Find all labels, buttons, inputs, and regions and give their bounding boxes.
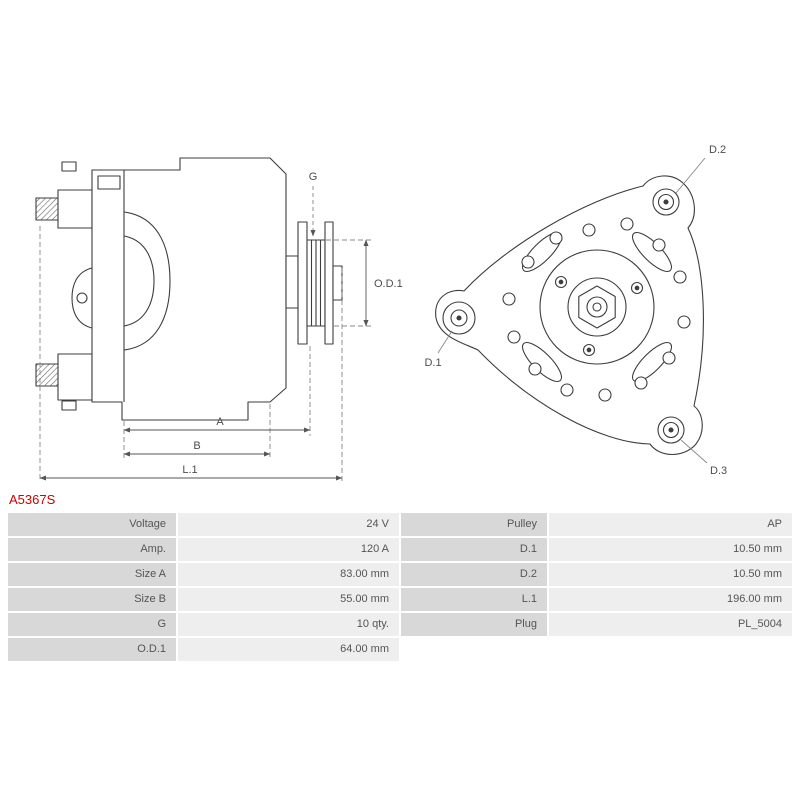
dim-label-d2: D.2 xyxy=(709,144,726,156)
vent-hole xyxy=(521,255,535,269)
housing-curve-inner xyxy=(123,235,155,327)
spec-label-amp: Amp. xyxy=(8,538,176,561)
spec-value-l1: 196.00 mm xyxy=(549,588,792,611)
dim-label-d1: D.1 xyxy=(424,357,441,369)
spec-label-voltage: Voltage xyxy=(8,513,176,536)
spec-value-size-b: 55.00 mm xyxy=(178,588,399,611)
dim-label-b: B xyxy=(193,440,200,452)
vent-hole xyxy=(598,388,612,402)
vent-hole xyxy=(560,383,574,397)
alternator-front-view xyxy=(435,175,704,456)
shaft-nut xyxy=(332,265,343,301)
threaded-stud-top-icon xyxy=(35,197,61,221)
technical-drawing: G O.D.1 A B L.1 D.1 D.2 D.3 xyxy=(35,144,727,482)
front-view-leaders xyxy=(437,157,708,464)
d1-leader-line xyxy=(437,330,453,354)
vent-slot xyxy=(631,341,673,383)
vent-hole xyxy=(652,238,666,252)
spec-value-blank xyxy=(549,638,792,661)
alternator-side-view xyxy=(35,157,343,421)
vent-hole xyxy=(620,217,634,231)
dim-label-a: A xyxy=(216,416,224,428)
spec-label-g: G xyxy=(8,613,176,636)
housing-curve-outer xyxy=(123,211,171,351)
bolt-top xyxy=(61,161,77,172)
spec-label-od1: O.D.1 xyxy=(8,638,176,661)
bolt-bottom xyxy=(61,400,77,411)
spec-value-od1: 64.00 mm xyxy=(178,638,399,661)
spec-label-blank xyxy=(401,638,547,661)
spec-value-size-a: 83.00 mm xyxy=(178,563,399,586)
pulley-flange-left xyxy=(297,221,308,345)
vent-hole xyxy=(502,292,516,306)
spec-label-plug: Plug xyxy=(401,613,547,636)
rear-boss-hole xyxy=(76,292,88,304)
dimension-lines xyxy=(39,186,374,482)
spec-value-voltage: 24 V xyxy=(178,513,399,536)
vent-hole xyxy=(634,376,648,390)
spec-value-plug: PL_5004 xyxy=(549,613,792,636)
dim-label-od1: O.D.1 xyxy=(374,278,403,290)
rear-boss xyxy=(71,267,93,329)
spec-label-size-a: Size A xyxy=(8,563,176,586)
spec-value-d2: 10.50 mm xyxy=(549,563,792,586)
spec-label-d1: D.1 xyxy=(401,538,547,561)
d3-leader-line xyxy=(680,439,708,464)
spec-label-d2: D.2 xyxy=(401,563,547,586)
spec-value-amp: 120 A xyxy=(178,538,399,561)
dim-label-g: G xyxy=(309,171,318,183)
mounting-lug-top xyxy=(57,189,93,229)
vent-hole xyxy=(673,270,687,284)
vent-hole xyxy=(507,330,521,344)
vent-hole xyxy=(662,351,676,365)
spec-value-g: 10 qty. xyxy=(178,613,399,636)
vent-hole xyxy=(528,362,542,376)
spec-value-pulley: AP xyxy=(549,513,792,536)
part-number[interactable]: A5367S xyxy=(9,492,56,507)
terminal-block xyxy=(97,175,121,190)
d2-leader-line xyxy=(675,157,706,194)
dim-label-l1: L.1 xyxy=(182,464,197,476)
body-outline xyxy=(91,157,287,421)
spec-table: Voltage 24 V Pulley AP Amp. 120 A D.1 10… xyxy=(8,513,792,661)
dimension-labels: G O.D.1 A B L.1 D.1 D.2 D.3 xyxy=(182,144,727,477)
mounting-lug-bottom xyxy=(57,353,93,401)
spec-label-pulley: Pulley xyxy=(401,513,547,536)
spec-label-size-b: Size B xyxy=(8,588,176,611)
vent-hole xyxy=(549,231,563,245)
spec-value-d1: 10.50 mm xyxy=(549,538,792,561)
vent-hole xyxy=(677,315,691,329)
shaft-collar xyxy=(285,255,299,309)
spec-label-l1: L.1 xyxy=(401,588,547,611)
vent-hole xyxy=(582,223,596,237)
dim-label-d3: D.3 xyxy=(710,465,727,477)
